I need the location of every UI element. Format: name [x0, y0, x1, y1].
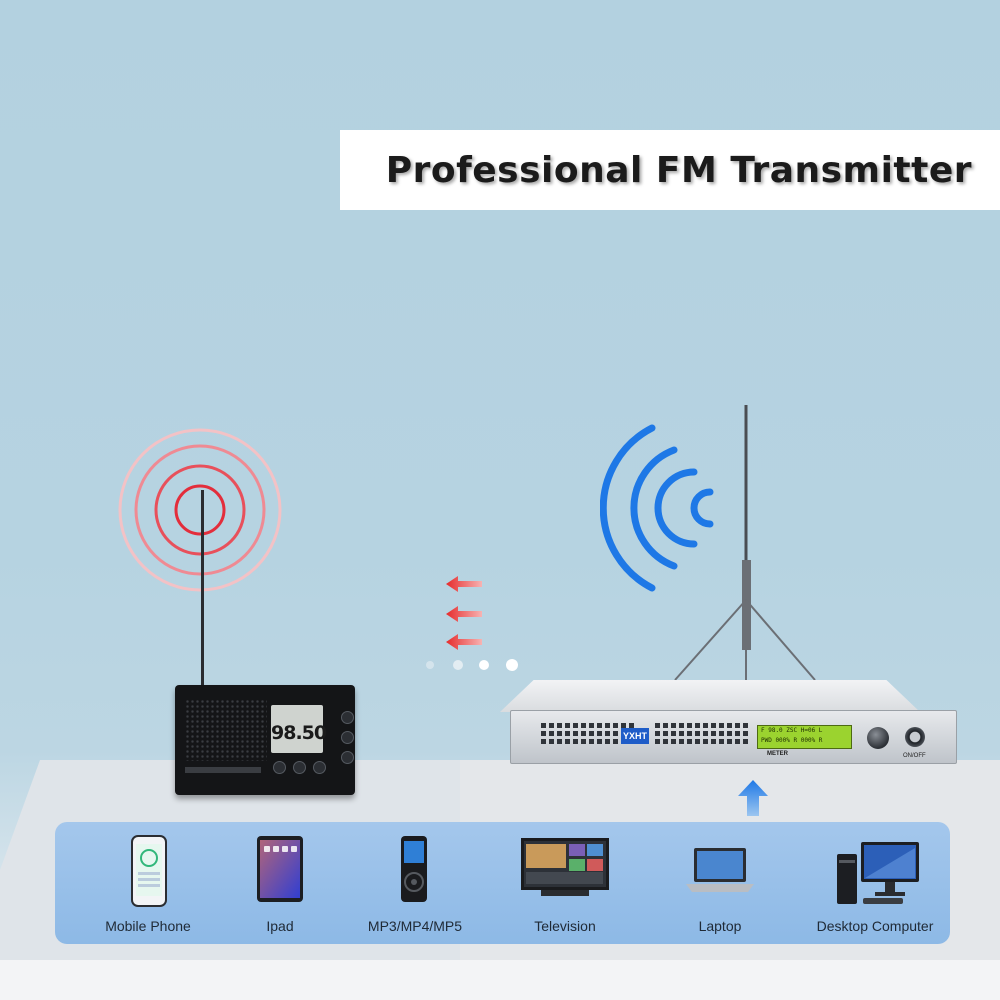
radio-knob[interactable]	[293, 761, 306, 774]
device-label: MP3/MP4/MP5	[367, 918, 463, 934]
lcd-line-1: F 98.0 ZSC H=06 L	[761, 727, 823, 734]
media-player-icon	[401, 836, 427, 902]
device-ipad: Ipad	[205, 834, 355, 934]
mobile-phone-icon	[131, 835, 167, 907]
transmit-signal-icon	[600, 424, 714, 592]
transmitter-top	[500, 680, 920, 712]
tablet-icon	[257, 836, 303, 902]
device-label: Television	[534, 918, 596, 934]
title-banner: Professional FM Transmitter	[340, 130, 1000, 210]
power-button[interactable]	[905, 727, 925, 747]
radio-slot	[185, 767, 261, 773]
page-title: Professional FM Transmitter	[385, 149, 972, 191]
device-laptop: Laptop	[645, 834, 795, 934]
device-label: Mobile Phone	[105, 918, 191, 934]
radio-antenna	[201, 490, 204, 686]
receive-signal-icon	[118, 428, 282, 592]
transmitter-lcd: F 98.0 ZSC H=06 L PWD 000% R 000% R	[757, 725, 852, 749]
device-desktop-computer: Desktop Computer	[800, 834, 950, 934]
progress-dots-icon	[426, 659, 518, 671]
television-icon	[521, 838, 609, 896]
radio-knob[interactable]	[273, 761, 286, 774]
device-label: Ipad	[266, 918, 294, 934]
brand-logo: YXHT	[621, 728, 649, 744]
device-label: Desktop Computer	[816, 918, 934, 934]
meter-label: METER	[767, 751, 788, 757]
signal-arrows-icon	[446, 576, 482, 650]
vent-grille	[541, 723, 634, 744]
device-label: Laptop	[698, 918, 742, 934]
compatible-devices-panel: Mobile Phone Ipad MP3/MP4/MP5	[55, 822, 950, 944]
up-arrow-icon	[738, 780, 768, 816]
floor	[0, 960, 1000, 1000]
device-mobile-phone: Mobile Phone	[73, 834, 223, 934]
transmitter-antenna	[674, 405, 816, 690]
meter-knob[interactable]	[867, 727, 889, 749]
device-media-player: MP3/MP4/MP5	[340, 834, 490, 934]
radio-knob[interactable]	[313, 761, 326, 774]
vent-grille	[655, 723, 748, 744]
lcd-line-2: PWD 000% R 000% R	[761, 737, 823, 744]
radio-receiver: 98.50	[175, 685, 355, 795]
onoff-label: ON/OFF	[903, 753, 926, 759]
fm-transmitter-unit: YXHT F 98.0 ZSC H=06 L PWD 000% R 000% R…	[510, 710, 957, 764]
radio-button[interactable]	[341, 731, 354, 744]
desktop-computer-icon	[837, 842, 919, 904]
radio-button[interactable]	[341, 711, 354, 724]
laptop-icon	[686, 848, 754, 892]
radio-speaker-grille	[185, 699, 267, 761]
radio-frequency-display: 98.50	[271, 705, 327, 753]
device-television: Television	[490, 834, 640, 934]
radio-button[interactable]	[341, 751, 354, 764]
